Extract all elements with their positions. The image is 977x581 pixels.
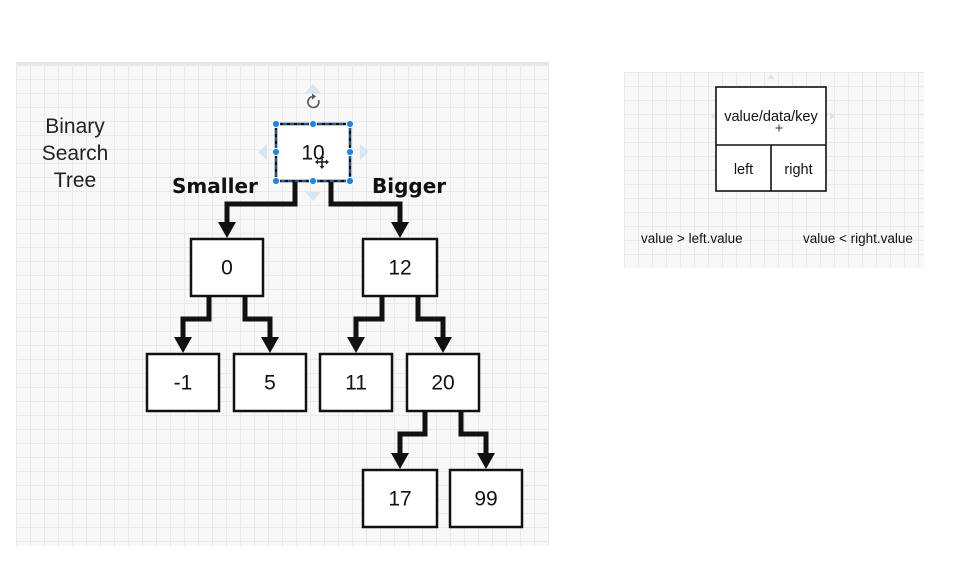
ghost-arrow-right-icon xyxy=(830,112,835,120)
resize-handle-se[interactable] xyxy=(345,176,355,186)
move-arrow-up-icon[interactable] xyxy=(305,84,321,93)
resize-handle-nw[interactable] xyxy=(271,119,281,129)
ghost-arrow-up-icon xyxy=(767,74,775,79)
node-structure-canvas xyxy=(624,72,924,268)
ghost-arrow-left-icon xyxy=(711,112,716,120)
arrowhead-icon xyxy=(347,337,365,353)
edge-n10-n0 xyxy=(224,181,298,226)
small-move-cursor-icon xyxy=(775,124,783,132)
arrowhead-icon xyxy=(218,222,236,238)
node-box[interactable] xyxy=(361,468,439,529)
tree-node-0[interactable]: 0 xyxy=(189,237,265,298)
node-label: -1 xyxy=(174,372,193,395)
arrowhead-icon xyxy=(174,337,192,353)
resize-handle-w[interactable] xyxy=(271,147,281,157)
tree-node-12[interactable]: 12 xyxy=(361,237,439,298)
tree-node-11[interactable]: 11 xyxy=(318,352,394,413)
tree-node-99[interactable]: 99 xyxy=(448,468,524,529)
resize-handle-ne[interactable] xyxy=(345,119,355,129)
arrowhead-icon xyxy=(477,453,495,469)
node-label: 99 xyxy=(474,488,497,511)
node-label: 10 xyxy=(301,142,324,165)
selection-overlay[interactable] xyxy=(271,119,355,186)
right-rule-text: value < right.value xyxy=(803,231,913,246)
title-line-3: Tree xyxy=(54,169,96,192)
edge-n12-n11 xyxy=(353,296,385,341)
tree-node-20[interactable]: 20 xyxy=(405,352,481,413)
title-line-2: Search xyxy=(42,142,109,165)
struct-right-label: right xyxy=(784,162,812,178)
tree-node-5[interactable]: 5 xyxy=(232,352,308,413)
resize-handle-s[interactable] xyxy=(308,176,318,186)
arrowhead-icon xyxy=(434,337,452,353)
move-arrow-down-icon[interactable] xyxy=(305,192,321,201)
node-box[interactable] xyxy=(405,352,481,413)
rotate-icon[interactable] xyxy=(307,93,320,109)
move-arrow-right-icon[interactable] xyxy=(360,144,369,160)
move-cursor-icon xyxy=(315,155,329,169)
move-arrow-left-icon[interactable] xyxy=(258,144,267,160)
struct-value-label: value/data/key xyxy=(724,109,818,125)
tree-node-17[interactable]: 17 xyxy=(361,468,439,529)
edge-n20-n17 xyxy=(397,411,428,457)
node-label: 11 xyxy=(345,372,367,395)
node-box[interactable] xyxy=(232,352,308,413)
edge-n12-n20 xyxy=(415,296,446,341)
arrowhead-icon xyxy=(261,337,279,353)
edge-n20-n99 xyxy=(458,411,489,457)
resize-handle-n[interactable] xyxy=(308,119,318,129)
node-box[interactable] xyxy=(448,468,524,529)
bigger-label: Bigger xyxy=(372,174,446,198)
node-label: 20 xyxy=(431,372,454,395)
left-rule-text: value > left.value xyxy=(641,231,743,246)
edge-layer xyxy=(174,181,495,469)
resize-handle-sw[interactable] xyxy=(271,176,281,186)
node-label: 0 xyxy=(221,257,233,280)
node-box[interactable] xyxy=(189,237,265,298)
node-layer: 10 0 12 -1 5 11 20 17 99 xyxy=(145,122,524,529)
node-box[interactable] xyxy=(145,352,221,413)
edge-n0-n5 xyxy=(242,296,273,341)
resize-handle-e[interactable] xyxy=(345,147,355,157)
node-label: 5 xyxy=(264,372,276,395)
smaller-label: Smaller xyxy=(172,174,258,198)
edge-n10-n12 xyxy=(328,181,403,226)
title-line-1: Binary xyxy=(45,115,105,138)
node-label: 12 xyxy=(388,257,411,280)
arrowhead-icon xyxy=(391,453,409,469)
node-structure: value/data/key left right value > left.v… xyxy=(641,74,913,246)
arrowhead-icon xyxy=(391,222,409,238)
node-label: 17 xyxy=(388,488,411,511)
edge-n0-n-1 xyxy=(180,296,212,341)
move-arrows[interactable] xyxy=(258,84,369,201)
node-box[interactable] xyxy=(318,352,394,413)
tree-node-neg1[interactable]: -1 xyxy=(145,352,221,413)
node-box[interactable] xyxy=(361,237,439,298)
struct-left-label: left xyxy=(734,162,753,178)
tree-node-10[interactable]: 10 xyxy=(274,122,352,183)
